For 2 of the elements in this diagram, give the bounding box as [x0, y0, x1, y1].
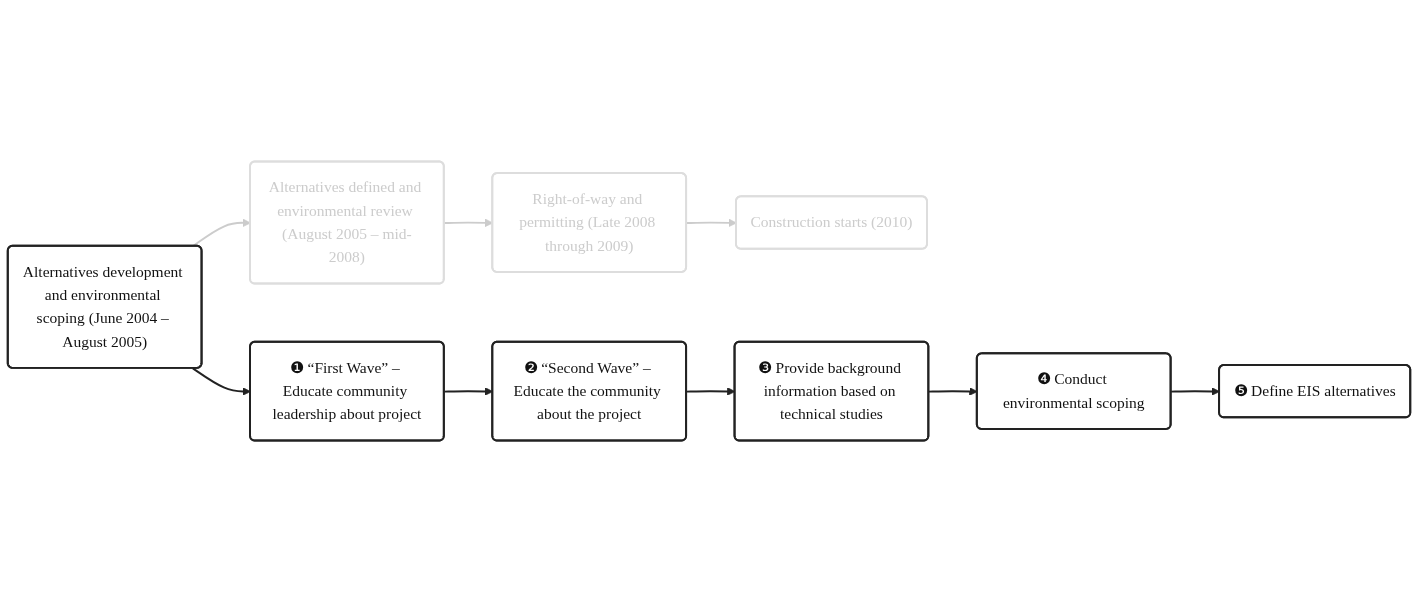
arrow: [1170, 387, 1220, 396]
arrow: [191, 367, 251, 396]
